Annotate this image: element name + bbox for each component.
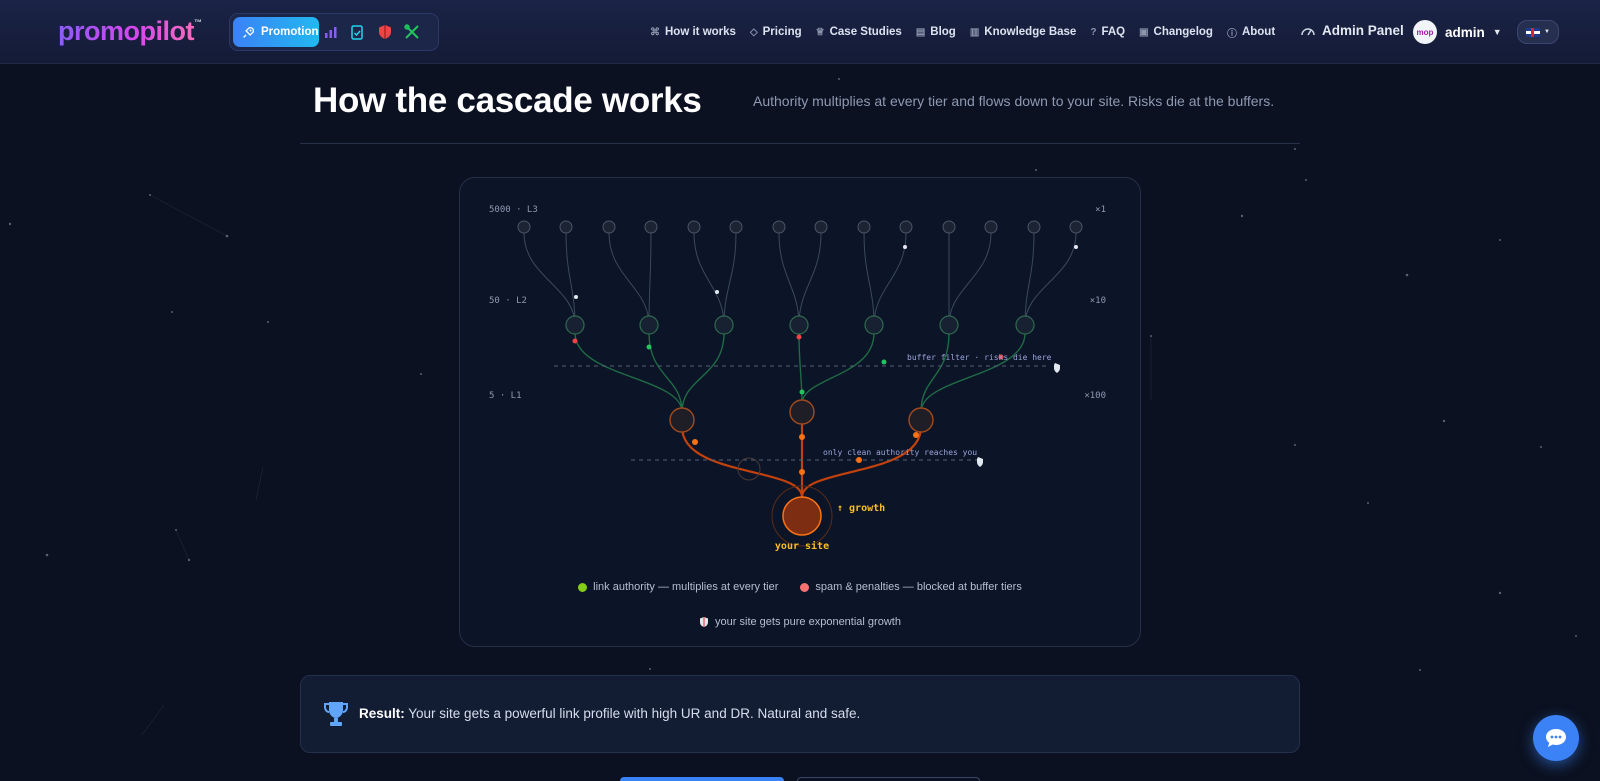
tier-label-l3: 5000 · L3 [489,205,538,215]
tools-icon[interactable] [403,23,421,41]
nav-changelog[interactable]: ▣Changelog [1139,26,1213,38]
tier-label-l2: 50 · L2 [489,296,527,306]
tier-label-l1: 5 · L1 [489,391,522,401]
clipboard-check-icon[interactable] [348,23,366,41]
sitemap-icon: ⌘ [650,26,660,38]
question-icon: ? [1090,26,1097,38]
result-text: Result: Your site gets a powerful link p… [359,706,861,721]
cascade-diagram: 5000 · L3 ×1 50 · L2 ×10 5 · L1 ×100 buf… [489,205,1106,552]
trophy-icon [324,702,348,726]
tool-switcher: Promotion [229,13,439,51]
nav-blog[interactable]: ▤Blog [915,26,956,38]
language-selector[interactable]: ▼ [1517,20,1559,44]
info-icon: ⓘ [1226,28,1237,40]
cta-secondary-button[interactable] [797,777,980,781]
book-icon: ▥ [969,26,980,38]
nav-pricing[interactable]: ◇Pricing [749,26,802,38]
promotion-button[interactable]: Promotion [233,17,319,47]
shield-icon[interactable] [376,23,394,41]
uk-flag-icon [1526,27,1541,37]
page-title: How the cascade works [313,81,702,120]
blog-icon: ▤ [915,26,926,38]
gauge-icon [1301,27,1315,35]
changelog-icon: ▣ [1139,26,1149,38]
clean-label: only clean authority reaches you [823,448,977,457]
chat-bubble-icon [1546,729,1566,747]
cta-primary-button[interactable] [620,777,784,781]
buffer-label: buffer filter · risks die here [907,353,1052,362]
tier-multiplier-l3: ×1 [1095,205,1106,215]
main-nav: ⌘How it works ◇Pricing ♕Case Studies ▤Bl… [650,0,1289,64]
result-callout: Result: Your site gets a powerful link p… [300,675,1300,753]
nav-knowledge-base[interactable]: ▥Knowledge Base [969,26,1077,38]
trophy-icon: ♕ [815,26,825,38]
chat-button[interactable] [1533,715,1579,761]
divider [300,143,1300,144]
brand-logo[interactable]: promopilot™ [58,16,202,46]
diagram-legend: link authority — multiplies at every tie… [459,581,1141,593]
chart-bar-icon[interactable] [322,23,340,41]
site-label: your site [775,540,829,552]
shield-icon [1054,363,1060,373]
rocket-icon [243,26,255,38]
user-name: admin [1445,24,1485,40]
red-dot-icon [800,582,810,592]
nav-case-studies[interactable]: ♕Case Studies [815,26,902,38]
nav-how-it-works[interactable]: ⌘How it works [650,26,736,38]
tier-multiplier-l2: ×10 [1090,296,1106,306]
tag-icon: ◇ [749,26,758,38]
chevron-down-icon: ▼ [1544,29,1550,35]
page-subtitle: Authority multiplies at every tier and f… [753,93,1275,109]
legend-risk: spam & penalties — blocked at buffer tie… [800,581,1022,593]
tier-multiplier-l1: ×100 [1084,391,1106,401]
nav-faq[interactable]: ?FAQ [1090,26,1126,38]
user-menu[interactable]: mop admin ▼ [1413,20,1502,44]
top-navbar: promopilot™ Promotion ⌘How it works [0,0,1600,64]
growth-label: ↑ growth [837,503,885,514]
legend-pure-growth: your site gets pure exponential growth [459,616,1141,628]
avatar: mop [1413,20,1437,44]
shield-icon [977,457,983,467]
admin-panel-link[interactable]: Admin Panel [1300,23,1404,38]
green-dot-icon [578,582,588,592]
legend-authority: link authority — multiplies at every tie… [578,581,778,593]
caret-down-icon: ▼ [1492,27,1502,37]
shield-icon [700,617,709,627]
